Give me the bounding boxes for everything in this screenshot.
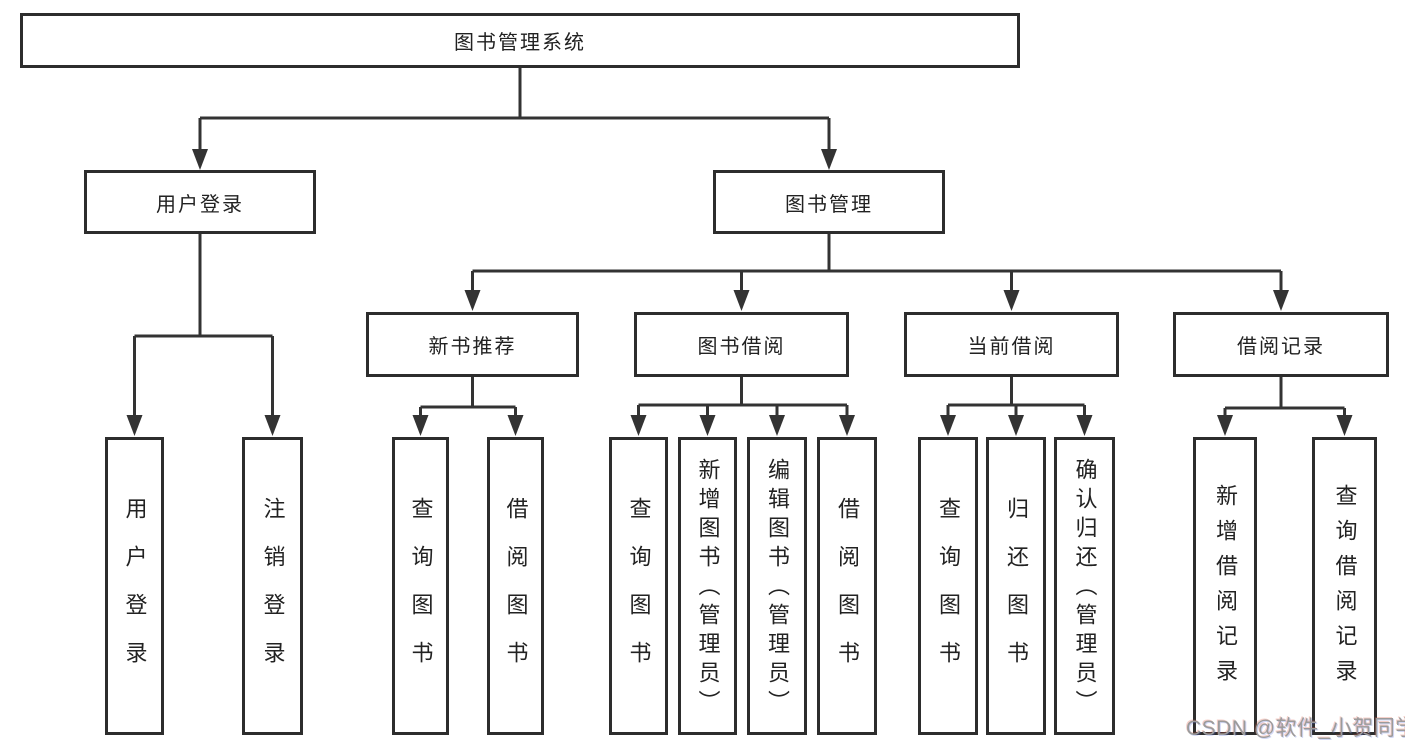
leaf-confirm-return-admin: 确认归还（管理员）: [1054, 437, 1115, 735]
node-borrow-records: 借阅记录: [1173, 312, 1389, 377]
leaf-label: 确认归还（管理员）: [1072, 457, 1098, 719]
node-label: 图书管理系统: [454, 32, 586, 54]
node-new-book-recommend: 新书推荐: [366, 312, 579, 377]
leaf-borrow-books: 借阅图书: [817, 437, 877, 735]
leaf-label: 查询借阅记录: [1332, 484, 1358, 694]
leaf-label: 归还图书: [1004, 496, 1029, 689]
leaf-label: 用户登录: [122, 496, 148, 689]
leaf-edit-book-admin: 编辑图书（管理员）: [747, 437, 807, 735]
connector-root-to-level2: [198, 68, 831, 152]
csdn-watermark: CSDN @软件_小贺同学: [1186, 717, 1405, 740]
leaf-label: 新增图书（管理员）: [695, 457, 721, 719]
leaf-query-books-current: 查询图书: [918, 437, 978, 735]
leaf-query-books-borrow: 查询图书: [609, 437, 668, 735]
leaf-label: 新增借阅记录: [1213, 484, 1238, 694]
node-label: 图书借阅: [697, 336, 786, 358]
connector-bookmgmt-to-level3: [471, 234, 1283, 292]
leaf-label: 注销登录: [260, 496, 286, 689]
leaf-return-book: 归还图书: [986, 437, 1046, 735]
leaf-user-login: 用户登录: [105, 437, 164, 735]
node-label: 用户登录: [156, 193, 244, 216]
connector-currentborrow-to-leaves: [946, 377, 1086, 417]
leaf-label: 编辑图书（管理员）: [765, 457, 790, 719]
node-label: 借阅记录: [1237, 336, 1325, 358]
node-label: 新书推荐: [428, 336, 517, 358]
node-label: 当前借阅: [967, 336, 1056, 358]
leaf-logout: 注销登录: [242, 437, 303, 735]
leaf-label: 借阅图书: [835, 496, 860, 689]
leaf-add-book-admin: 新增图书（管理员）: [678, 437, 737, 735]
leaf-query-books-newbook: 查询图书: [392, 437, 449, 735]
node-current-borrow: 当前借阅: [904, 312, 1119, 377]
arrowheads: [126, 149, 1353, 436]
node-label: 图书管理: [785, 193, 873, 216]
node-book-borrow: 图书借阅: [634, 312, 849, 377]
leaf-label: 查询图书: [626, 496, 652, 689]
connector-userlogin-to-leaves: [133, 234, 274, 417]
leaf-label: 借阅图书: [503, 496, 529, 689]
connector-borrowrecords-to-leaves: [1223, 377, 1346, 417]
leaf-borrow-books-newbook: 借阅图书: [487, 437, 544, 735]
leaf-query-borrow-record: 查询借阅记录: [1312, 437, 1377, 735]
node-user-login: 用户登录: [84, 170, 316, 234]
leaf-label: 查询图书: [936, 496, 961, 689]
connector-newbook-to-leaves: [419, 377, 517, 417]
leaf-label: 查询图书: [408, 496, 434, 689]
node-library-management-system: 图书管理系统: [20, 13, 1020, 68]
connector-bookborrow-to-leaves: [637, 377, 849, 417]
leaf-add-borrow-record: 新增借阅记录: [1193, 437, 1257, 735]
node-book-management: 图书管理: [713, 170, 945, 234]
